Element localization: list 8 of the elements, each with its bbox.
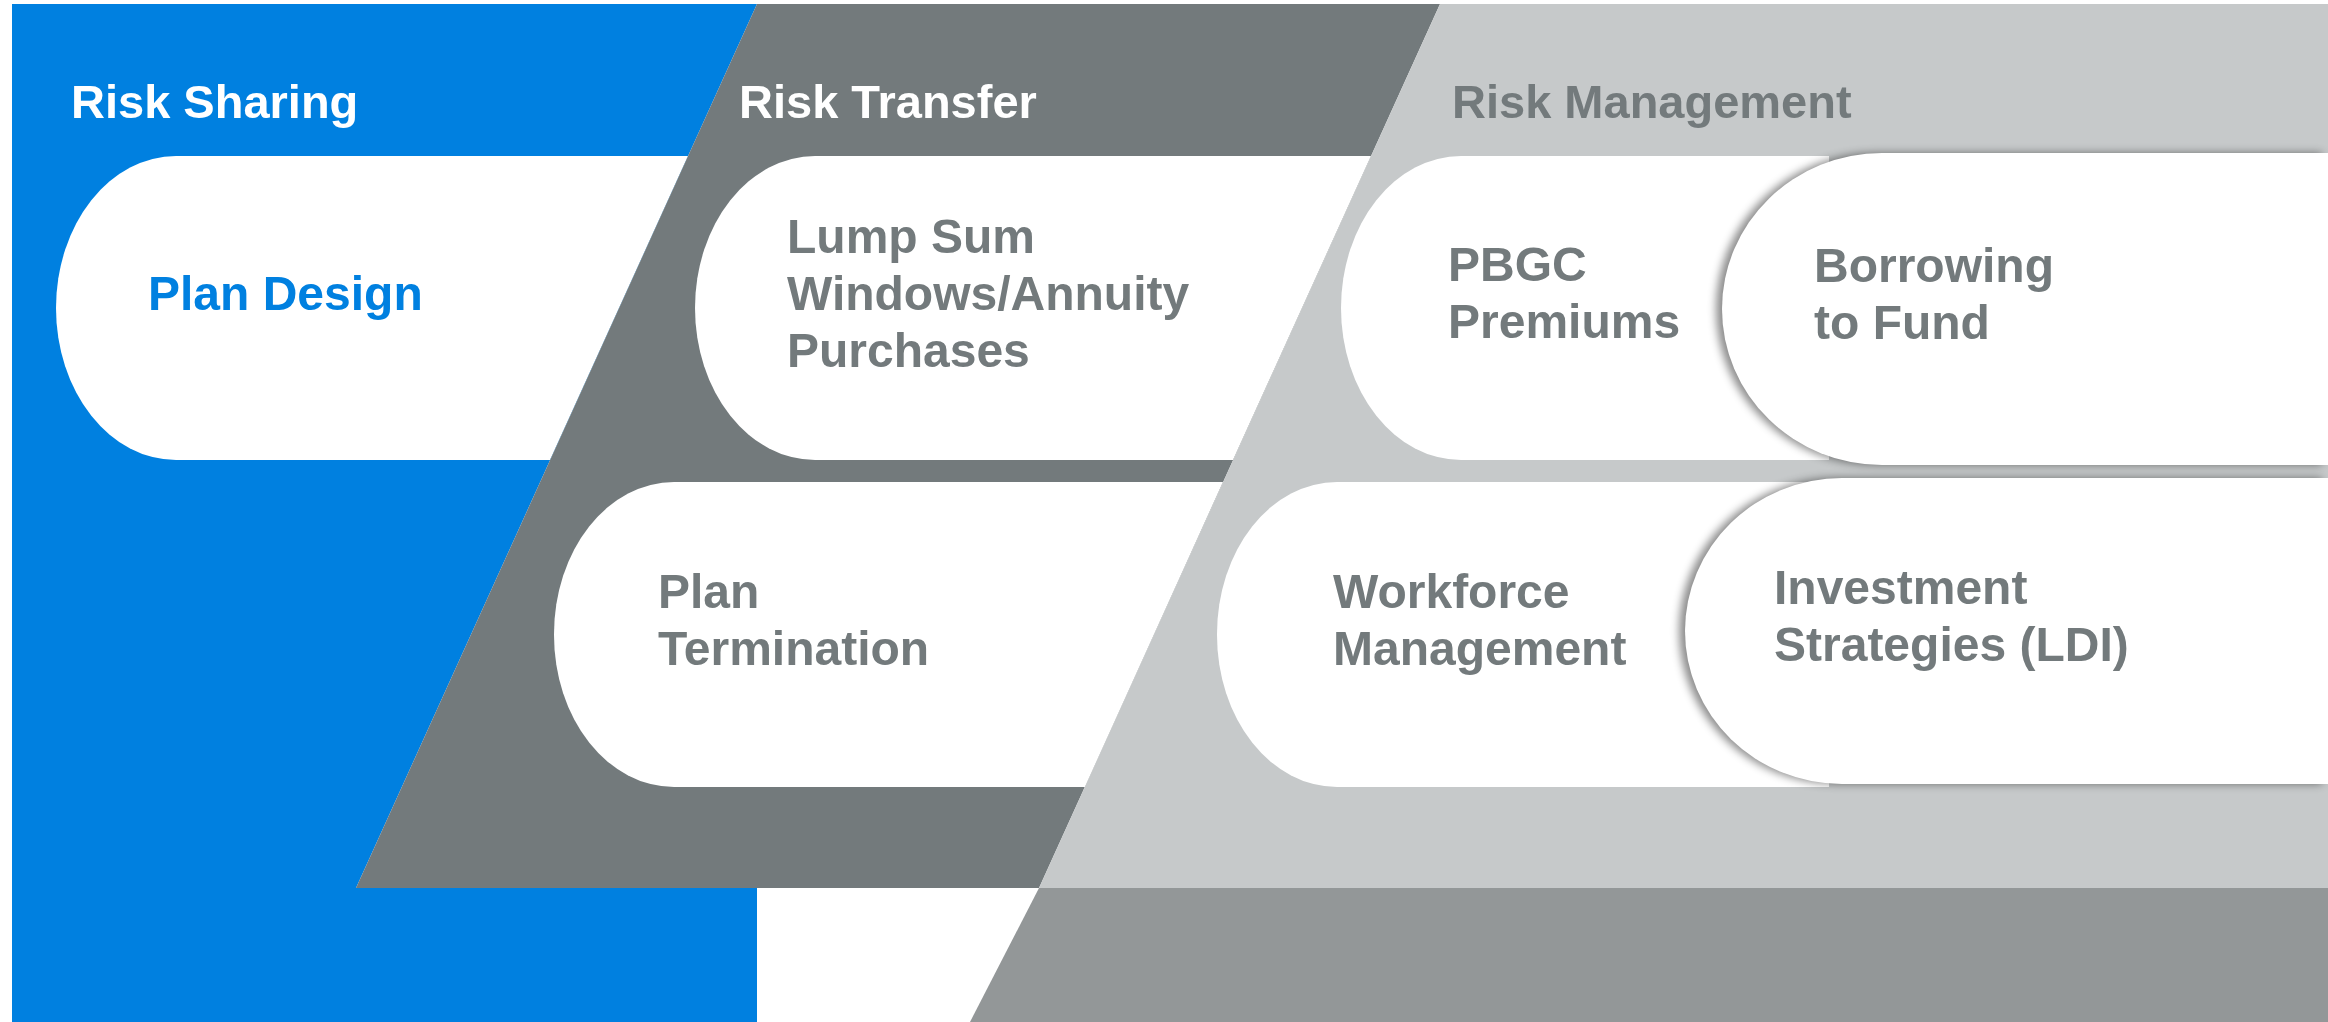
pill-text: Workforce Management — [1333, 563, 1628, 677]
pill-text: Borrowing to Fund — [1814, 238, 2055, 351]
section-heading: Risk Transfer — [739, 78, 1037, 125]
pill-text: PBGC Premiums — [1448, 237, 1682, 350]
pill-text: Plan Termination — [658, 563, 931, 677]
pill-text: Investment Strategies (LDI) — [1774, 560, 2130, 673]
pill-text: Lump Sum Windows/Annuity Purchases — [787, 208, 1191, 379]
pill-text: Plan Design — [148, 265, 424, 322]
